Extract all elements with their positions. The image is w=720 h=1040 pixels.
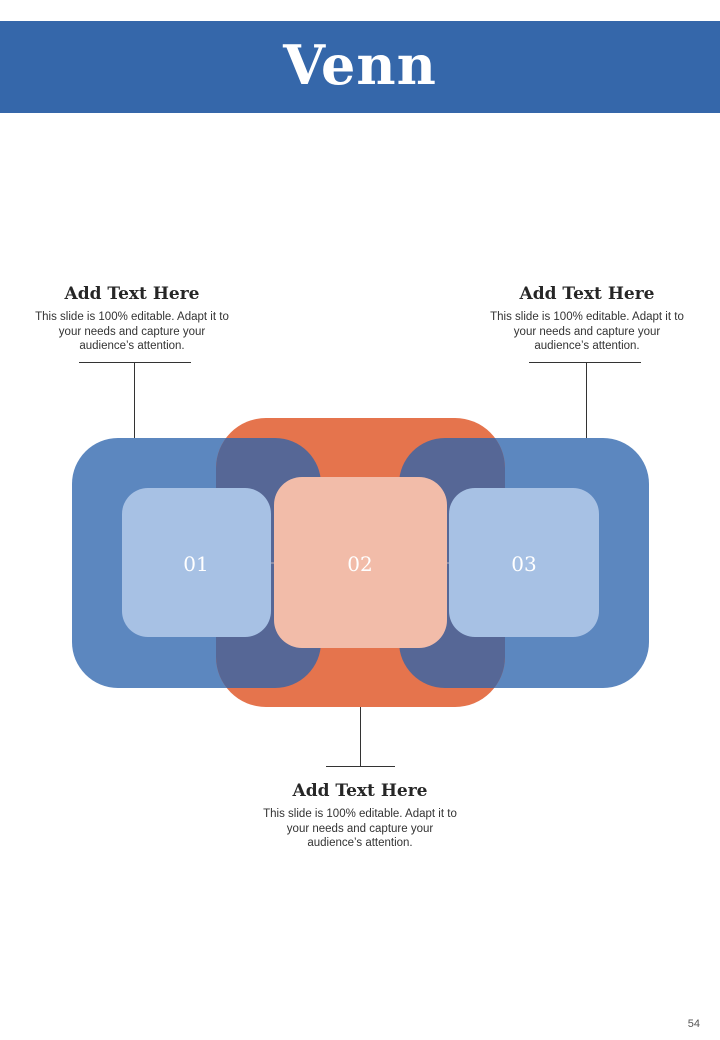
venn-inner-center <box>274 477 447 648</box>
venn-inner-left <box>122 488 271 637</box>
connector-line-right-vertical <box>586 362 587 438</box>
page-number: 54 <box>687 1018 700 1030</box>
callout-right: Add Text Here This slide is 100% editabl… <box>487 284 687 354</box>
venn-label-01: 01 <box>183 552 209 576</box>
callout-left: Add Text Here This slide is 100% editabl… <box>32 284 232 354</box>
venn-inner-right <box>449 488 599 637</box>
callout-heading: Add Text Here <box>519 284 655 304</box>
connector-line-bottom-horizontal <box>326 766 395 767</box>
title-banner: Venn <box>0 21 720 113</box>
connector-line-left-vertical <box>134 362 135 438</box>
callout-body: This slide is 100% editable. Adapt it to… <box>263 808 457 849</box>
callout-heading: Add Text Here <box>64 284 200 304</box>
venn-label-03: 03 <box>511 552 537 576</box>
connector-line-right-horizontal <box>529 362 641 363</box>
page-title: Venn <box>283 33 437 97</box>
venn-label-02: 02 <box>347 552 373 576</box>
callout-bottom: Add Text Here This slide is 100% editabl… <box>260 781 460 851</box>
connector-line-left-horizontal <box>79 362 191 363</box>
connector-line-bottom-vertical <box>360 707 361 766</box>
callout-body: This slide is 100% editable. Adapt it to… <box>490 311 684 352</box>
callout-heading: Add Text Here <box>292 781 428 801</box>
callout-body: This slide is 100% editable. Adapt it to… <box>35 311 229 352</box>
